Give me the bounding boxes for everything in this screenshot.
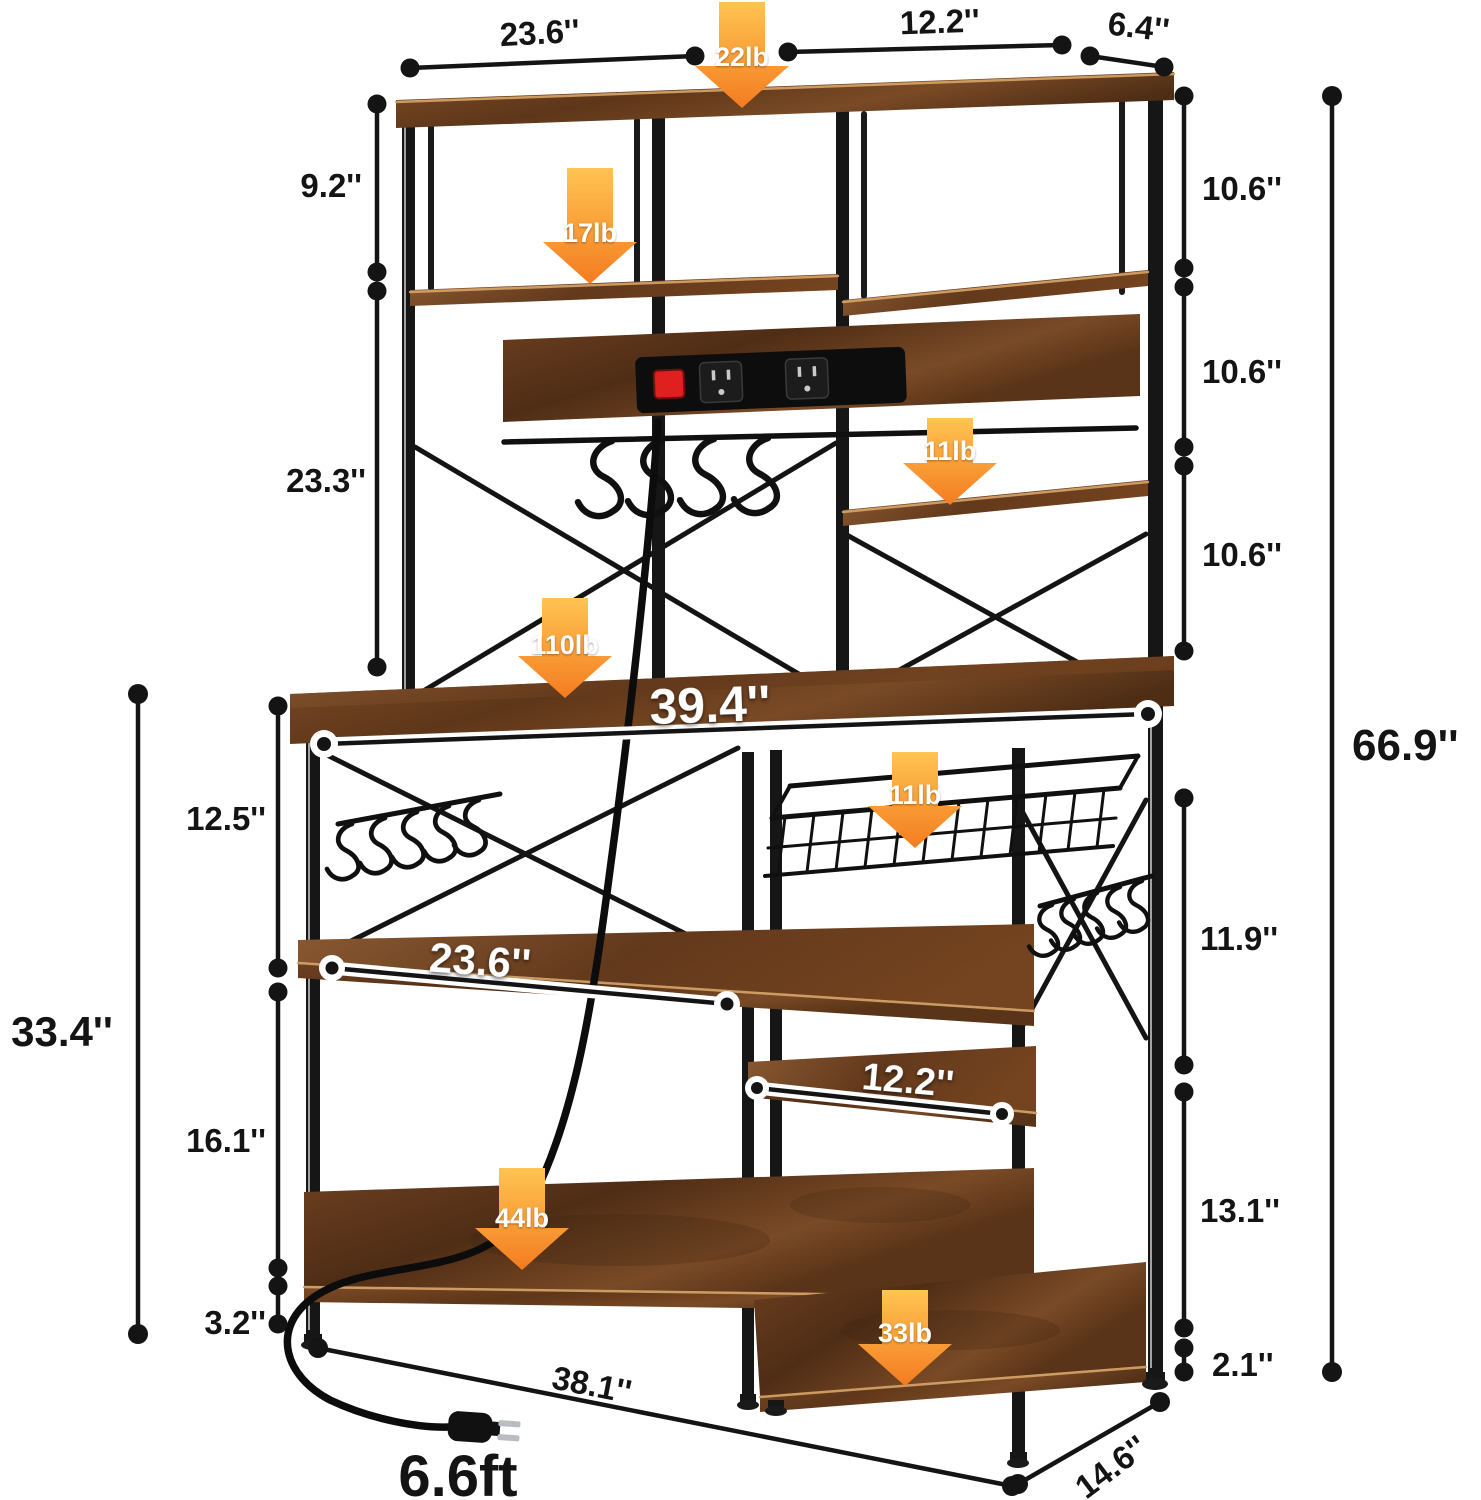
upper-right-shelf-2 xyxy=(843,480,1148,526)
outlet-socket-1 xyxy=(698,360,744,404)
svg-text:13.1'': 13.1'' xyxy=(1200,1192,1280,1229)
adjustable-feet xyxy=(301,1334,1168,1468)
outlet-socket-2 xyxy=(784,357,830,400)
svg-text:23.3'': 23.3'' xyxy=(286,462,366,499)
dim-hutch-top-gap: 9.2'' xyxy=(300,94,387,282)
svg-text:110lb: 110lb xyxy=(531,630,599,660)
load-arrow-hutch-shelf: 17lb xyxy=(543,168,637,284)
power-switch xyxy=(652,368,686,400)
power-strip xyxy=(635,346,907,414)
svg-text:10.6'': 10.6'' xyxy=(1202,170,1282,207)
dim-right-gap-3: 10.6'' xyxy=(1174,456,1282,661)
svg-text:17lb: 17lb xyxy=(563,218,617,248)
svg-text:16.1'': 16.1'' xyxy=(186,1122,266,1159)
dim-hutch-mid-gap: 23.3'' xyxy=(286,281,387,677)
load-arrow-bottom-right: 33lb xyxy=(858,1290,952,1386)
left-hook-rail xyxy=(327,791,503,879)
svg-text:11lb: 11lb xyxy=(889,780,942,810)
svg-text:33.4'': 33.4'' xyxy=(11,1008,113,1055)
middle-shelf-width-label: 23.6'' xyxy=(428,934,533,988)
dim-foot-height: 2.1'' xyxy=(1174,1338,1274,1383)
dim-total-height: 66.9'' xyxy=(1322,86,1459,1382)
hutch-shelf-board xyxy=(410,274,838,306)
svg-text:9.2'': 9.2'' xyxy=(300,167,362,204)
top-hook-rail xyxy=(501,425,1139,516)
svg-text:6.4'': 6.4'' xyxy=(1106,4,1172,48)
svg-text:14.6'': 14.6'' xyxy=(1068,1428,1154,1500)
svg-text:38.1'': 38.1'' xyxy=(549,1359,635,1411)
svg-text:2.1'': 2.1'' xyxy=(1212,1346,1274,1383)
right-shelf-width-label: 12.2'' xyxy=(860,1056,955,1106)
dim-top-depth: 6.4'' xyxy=(1080,4,1174,77)
right-small-shelf-board xyxy=(748,1046,1036,1112)
bottom-right-shelf-board xyxy=(754,1262,1146,1396)
counter-width-dimension: 39.4'' xyxy=(310,675,1162,758)
dim-right-gap-5: 13.1'' xyxy=(1174,1082,1280,1338)
dimension-annotations: 23.6'' 12.2'' 6.4'' 9.2'' 23.3'' 10.6'' xyxy=(11,2,1458,1500)
dim-base-gap-lower: 16.1'' xyxy=(186,982,288,1278)
dim-base-depth: 14.6'' xyxy=(1008,1392,1170,1500)
load-arrow-basket: 11lb xyxy=(868,752,962,848)
svg-text:10.6'': 10.6'' xyxy=(1202,536,1282,573)
dim-top-left-width: 23.6'' xyxy=(400,12,705,78)
dim-right-gap-1: 10.6'' xyxy=(1174,86,1282,278)
load-arrow-countertop: 110lb xyxy=(518,598,612,698)
top-shelf-board xyxy=(396,72,1174,128)
svg-text:11lb: 11lb xyxy=(924,436,977,466)
wire-basket xyxy=(763,753,1141,878)
right-shelf-dimension: 12.2'' xyxy=(745,1056,1014,1126)
dim-base-gap-upper: 12.5'' xyxy=(186,696,288,978)
svg-text:12.5'': 12.5'' xyxy=(186,800,266,837)
s-hook-icon xyxy=(578,441,621,516)
right-hook-rail xyxy=(1029,873,1155,956)
svg-text:10.6'': 10.6'' xyxy=(1202,353,1282,390)
plug-icon xyxy=(447,1411,521,1443)
s-hook-icon xyxy=(680,439,723,514)
svg-text:22lb: 22lb xyxy=(715,42,769,72)
load-arrow-bottom-left: 44lb xyxy=(475,1168,569,1270)
dim-right-gap-4: 11.9'' xyxy=(1174,788,1278,1075)
upper-right-shelf-1 xyxy=(843,270,1148,316)
s-hook-icon xyxy=(1119,881,1148,932)
dim-base-height: 33.4'' xyxy=(11,684,148,1344)
s-hook-icon xyxy=(327,824,359,879)
svg-text:66.9'': 66.9'' xyxy=(1352,721,1459,770)
middle-shelf-dimension: 23.6'' xyxy=(319,934,740,1017)
bottom-left-shelf-board xyxy=(304,1168,1034,1296)
dim-top-right-width: 12.2'' xyxy=(778,2,1072,62)
load-arrow-top: 22lb xyxy=(695,2,789,108)
middle-shelf-board xyxy=(298,924,1034,1010)
svg-text:44lb: 44lb xyxy=(495,1203,549,1233)
cord-length-label: 6.6ft xyxy=(398,1444,517,1500)
s-hook-icon xyxy=(392,812,424,867)
s-hook-icon xyxy=(360,818,392,873)
svg-text:23.6'': 23.6'' xyxy=(499,12,581,53)
svg-text:33lb: 33lb xyxy=(878,1318,932,1348)
cross-braces xyxy=(310,440,1149,1041)
svg-text:11.9'': 11.9'' xyxy=(1200,920,1278,957)
dim-right-gap-2: 10.6'' xyxy=(1174,277,1282,457)
svg-text:3.2'': 3.2'' xyxy=(204,1304,266,1341)
svg-text:12.2'': 12.2'' xyxy=(899,2,980,42)
load-arrow-upper-right-shelf: 11lb xyxy=(903,418,997,505)
counter-width-label: 39.4'' xyxy=(648,675,771,735)
dim-base-clearance: 3.2'' xyxy=(204,1276,288,1341)
load-arrows: 22lb 17lb 11lb 110lb 11lb 44lb 33lb xyxy=(475,2,997,1386)
